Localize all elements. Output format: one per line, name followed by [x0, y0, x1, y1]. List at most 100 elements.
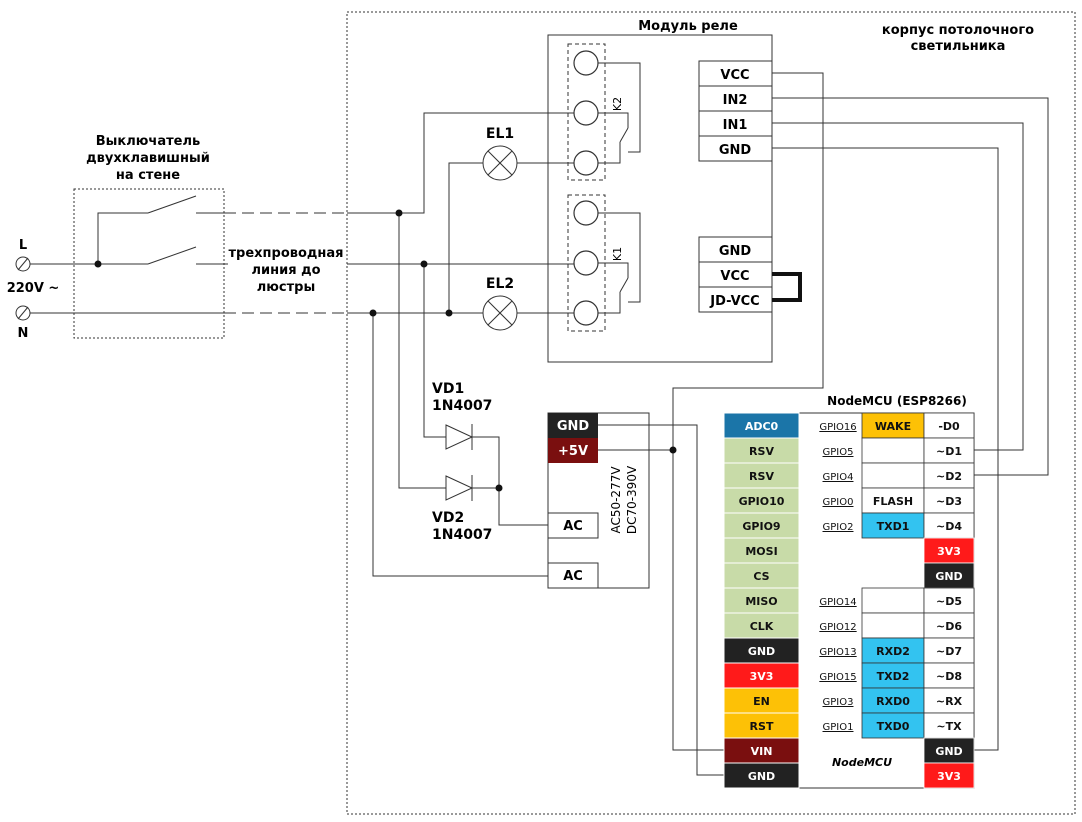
nodemcu-right-row: 3V3 [923, 762, 975, 789]
gpio-label: GPIO13 [819, 647, 856, 658]
switch-label-line1: Выключатель [96, 134, 200, 149]
line-N-label: N [18, 326, 29, 341]
pin-bg [723, 537, 800, 564]
pin-cell [923, 412, 975, 439]
pin-cell [923, 587, 975, 614]
pin-cell [923, 737, 975, 764]
nodemcu-right-row: GPIO14~D5 [819, 587, 975, 614]
housing-label-line2: светильника [911, 39, 1006, 54]
k2-terminal-nc [573, 150, 599, 176]
gpio-label: GPIO4 [823, 472, 854, 483]
three-wire-label-1: трехпроводная [228, 246, 343, 261]
nodemcu-right-row: GND [923, 737, 975, 764]
diode-vd1-label-b: 1N4007 [432, 398, 492, 414]
func-cell [861, 612, 925, 639]
nodemcu-left-pin: RSV [723, 437, 800, 464]
switch-label-line2: двухклавишный [86, 151, 210, 166]
psu-pin-5v: +5V [558, 444, 588, 459]
pin-bg [723, 462, 800, 489]
pin-bg [723, 712, 800, 739]
nodemcu-right-row: GPIO3 RXD0 ~RX [823, 687, 975, 714]
pin-cell [923, 712, 975, 739]
pin-bg [723, 487, 800, 514]
housing-label-line1: корпус потолочного [882, 23, 1034, 38]
relay-pin-gnd-2: GND [719, 244, 752, 259]
pin-cell [923, 612, 975, 639]
line-L-label: L [19, 238, 27, 253]
relay-pin-in2: IN2 [723, 93, 748, 108]
gpio-label: GPIO14 [819, 597, 856, 608]
func-label: TXD1 [877, 520, 910, 533]
nodemcu-title: NodeMCU (ESP8266) [827, 394, 967, 408]
gpio-label: GPIO15 [819, 672, 856, 683]
func-cell [861, 687, 925, 714]
pin-bg [723, 762, 800, 789]
k1-terminal-com [573, 250, 599, 276]
func-label: RXD2 [876, 645, 910, 658]
nodemcu-right-row: GPIO13 RXD2 ~D7 [819, 637, 975, 664]
nodemcu-right-row: GND [923, 562, 975, 589]
pin-label: ~D7 [936, 645, 962, 658]
nodemcu-right-row: GPIO4 ~D2 [823, 462, 975, 489]
relay-pin-vcc: VCC [720, 68, 749, 83]
jumper [772, 272, 802, 302]
diode-vd2 [445, 475, 474, 501]
relay-pin-jd-vcc: JD-VCC [709, 294, 759, 309]
three-wire-label-3: люстры [257, 280, 315, 295]
pin-bg [723, 612, 800, 639]
nodemcu-left-pin: CLK [723, 612, 800, 639]
psu-pin-ac1: AC [563, 519, 583, 534]
pin-bg [723, 737, 800, 764]
diode-vd2-label-b: 1N4007 [432, 527, 492, 543]
nodemcu-left-pin: RST [723, 712, 800, 739]
func-cell [861, 412, 925, 439]
relay-pins-top: VCC IN2 IN1 GND [698, 60, 773, 162]
func-label: TXD2 [877, 670, 910, 683]
pin-label: GPIO10 [739, 495, 785, 508]
gpio-label: GPIO3 [823, 697, 854, 708]
pin-cell [923, 687, 975, 714]
func-cell [861, 487, 925, 514]
nodemcu-left-pins: ADC0RSVRSVGPIO10GPIO9MOSICSMISOCLKGND3V3… [723, 412, 800, 789]
pin-label: ADC0 [745, 420, 779, 433]
relay-k1-label: K1 [611, 247, 624, 261]
lamp-el2-label: EL2 [486, 276, 514, 292]
pin-label: ~D2 [936, 470, 962, 483]
relay-contacts [598, 62, 641, 314]
pin-label: GND [935, 745, 962, 758]
pin-label: MISO [745, 595, 777, 608]
relay-pin-in1: IN1 [723, 118, 748, 133]
lamp-el1-label: EL1 [486, 126, 514, 142]
nodemcu-left-pin: 3V3 [723, 662, 800, 689]
pin-label: ~TX [936, 720, 962, 733]
gpio-label: GPIO2 [823, 522, 854, 533]
nodemcu-left-pin: VIN [723, 737, 800, 764]
pin-bg [723, 662, 800, 689]
func-cell [861, 512, 925, 539]
pin-bg [723, 587, 800, 614]
input-terminals [15, 256, 31, 321]
pin-label: ~RX [936, 695, 963, 708]
func-label: WAKE [875, 420, 911, 433]
pin-label: ~D3 [936, 495, 962, 508]
switch-label-line3: на стене [116, 168, 180, 183]
gpio-label: GPIO5 [823, 447, 854, 458]
wires [30, 72, 1049, 776]
nodemcu-left-pin: RSV [723, 462, 800, 489]
psu-pin-ac2-box [547, 562, 599, 589]
k2-terminal-no [573, 50, 599, 76]
nodemcu-left-pin: MOSI [723, 537, 800, 564]
psu-spec-1: AC50-277V [609, 466, 623, 534]
pin-cell [923, 487, 975, 514]
pin-cell [923, 462, 975, 489]
psu-pin-gnd: GND [557, 419, 590, 434]
pin-cell [923, 637, 975, 664]
nodemcu-left-pin: GND [723, 762, 800, 789]
relay-k2-terminal-block [567, 43, 606, 181]
pin-bg [723, 512, 800, 539]
func-label: RXD0 [876, 695, 910, 708]
